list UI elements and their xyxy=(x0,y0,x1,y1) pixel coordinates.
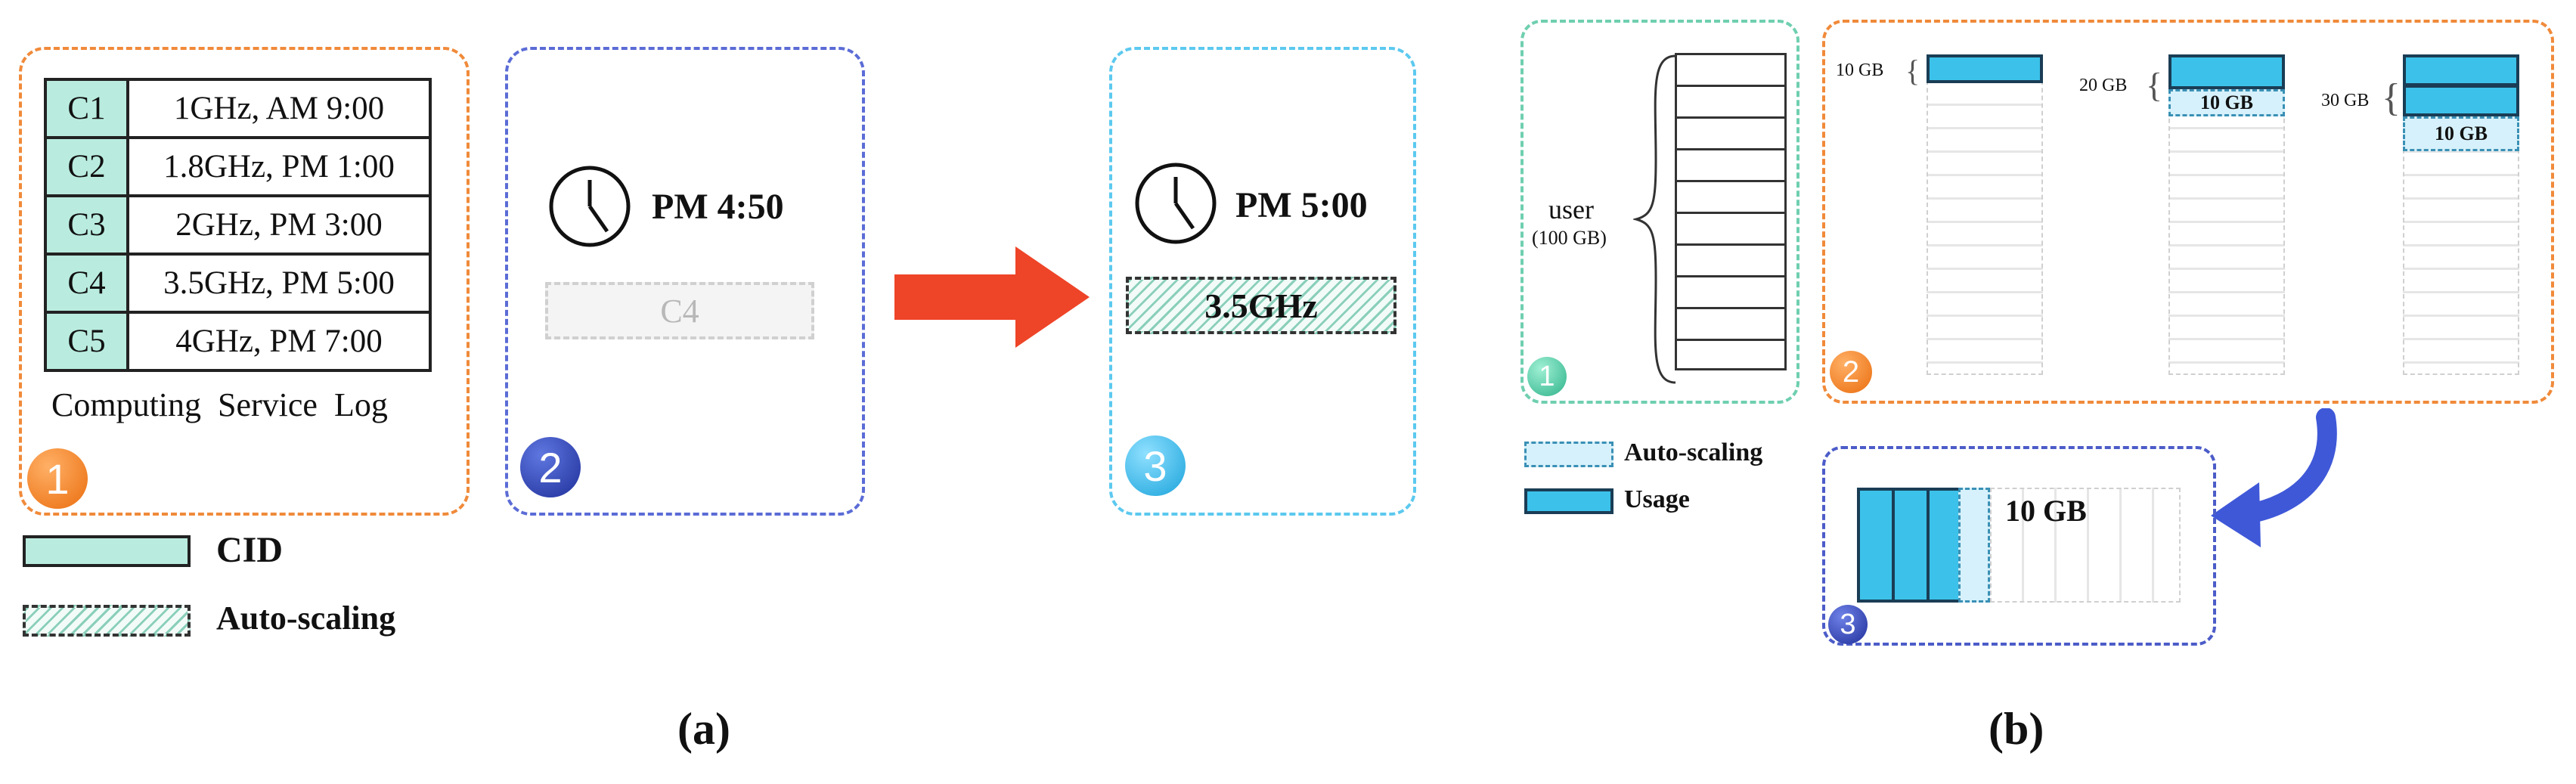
log-caption: Computing Service Log xyxy=(51,386,388,423)
legend-cid-label: CID xyxy=(216,530,284,570)
b-step2-badge: 2 xyxy=(1830,351,1872,393)
cid-cell: C1 xyxy=(44,78,129,139)
ghost-row xyxy=(1990,488,2181,603)
user-brace-icon xyxy=(1633,54,1676,384)
curved-arrow-icon xyxy=(2211,408,2337,547)
step3-autoscale-column xyxy=(1958,488,1990,603)
stack-brace-icon: { xyxy=(2146,66,2163,104)
log-value-cell: 2GHz, PM 3:00 xyxy=(126,194,432,256)
log-value-cell: 4GHz, PM 7:00 xyxy=(126,311,432,372)
step3-size-label: 10 GB xyxy=(2005,494,2087,528)
autoscale-block: 10 GB xyxy=(2168,89,2285,116)
legend-b-usage-label: Usage xyxy=(1624,485,1690,513)
usage-block xyxy=(2403,54,2519,86)
cid-cell: C5 xyxy=(44,311,129,372)
step3-usage-columns xyxy=(1857,488,1961,603)
step2-badge: 2 xyxy=(520,437,581,497)
b-step3-frame xyxy=(1822,446,2216,646)
step3-time: PM 5:00 xyxy=(1235,185,1368,225)
usage-block xyxy=(2403,85,2519,116)
stack-brace-icon: { xyxy=(1905,54,1920,88)
panel-a-label: (a) xyxy=(677,704,730,754)
user-storage-stack xyxy=(1675,53,1787,370)
step3-value-label: 3.5GHz xyxy=(1204,286,1318,325)
b-step1-frame xyxy=(1520,20,1799,404)
step1-badge: 1 xyxy=(27,448,88,509)
step1-frame xyxy=(19,47,470,516)
legend-auto-label: Auto-scaling xyxy=(216,600,396,637)
legend-cid-swatch xyxy=(23,535,191,567)
legend-b-auto-swatch xyxy=(1524,442,1613,467)
usage-block xyxy=(1927,54,2043,83)
step2-time: PM 4:50 xyxy=(652,187,784,227)
user-label: user xyxy=(1548,194,1594,225)
cid-cell: C3 xyxy=(44,194,129,256)
b-step3-badge: 3 xyxy=(1828,605,1868,644)
stack-label-30gb: 30 GB xyxy=(2321,91,2370,110)
step3-badge: 3 xyxy=(1125,435,1186,496)
arrow-right-icon xyxy=(894,246,1090,348)
panel-b-label: (b) xyxy=(1989,704,2044,754)
user-size: (100 GB) xyxy=(1532,227,1607,249)
stack-label-10gb: 10 GB xyxy=(1836,60,1884,80)
legend-b-auto-label: Auto-scaling xyxy=(1624,438,1763,466)
log-value-cell: 3.5GHz, PM 5:00 xyxy=(126,253,432,314)
step3-frame xyxy=(1109,47,1416,516)
step3-autoscaled-value: 3.5GHz xyxy=(1126,277,1396,334)
b-step2-frame xyxy=(1822,20,2554,404)
log-value-cell: 1GHz, AM 9:00 xyxy=(126,78,432,139)
cid-cell: C4 xyxy=(44,253,129,314)
ghost-column xyxy=(1927,57,2043,375)
step2-cid-label: C4 xyxy=(660,292,699,330)
step2-frame xyxy=(505,47,865,516)
log-value-cell: 1.8GHz, PM 1:00 xyxy=(126,136,432,197)
usage-block xyxy=(2168,54,2285,89)
stack-brace-icon: { xyxy=(2382,76,2401,119)
autoscale-block: 10 GB xyxy=(2403,116,2519,151)
legend-b-usage-swatch xyxy=(1524,488,1613,514)
legend-auto-swatch xyxy=(23,605,191,637)
cid-cell: C2 xyxy=(44,136,129,197)
clock-icon xyxy=(1135,163,1217,244)
stack-label-20gb: 20 GB xyxy=(2079,76,2128,95)
clock-icon xyxy=(549,166,631,247)
step2-cid-placeholder: C4 xyxy=(545,282,814,339)
b-step1-badge: 1 xyxy=(1527,357,1567,396)
